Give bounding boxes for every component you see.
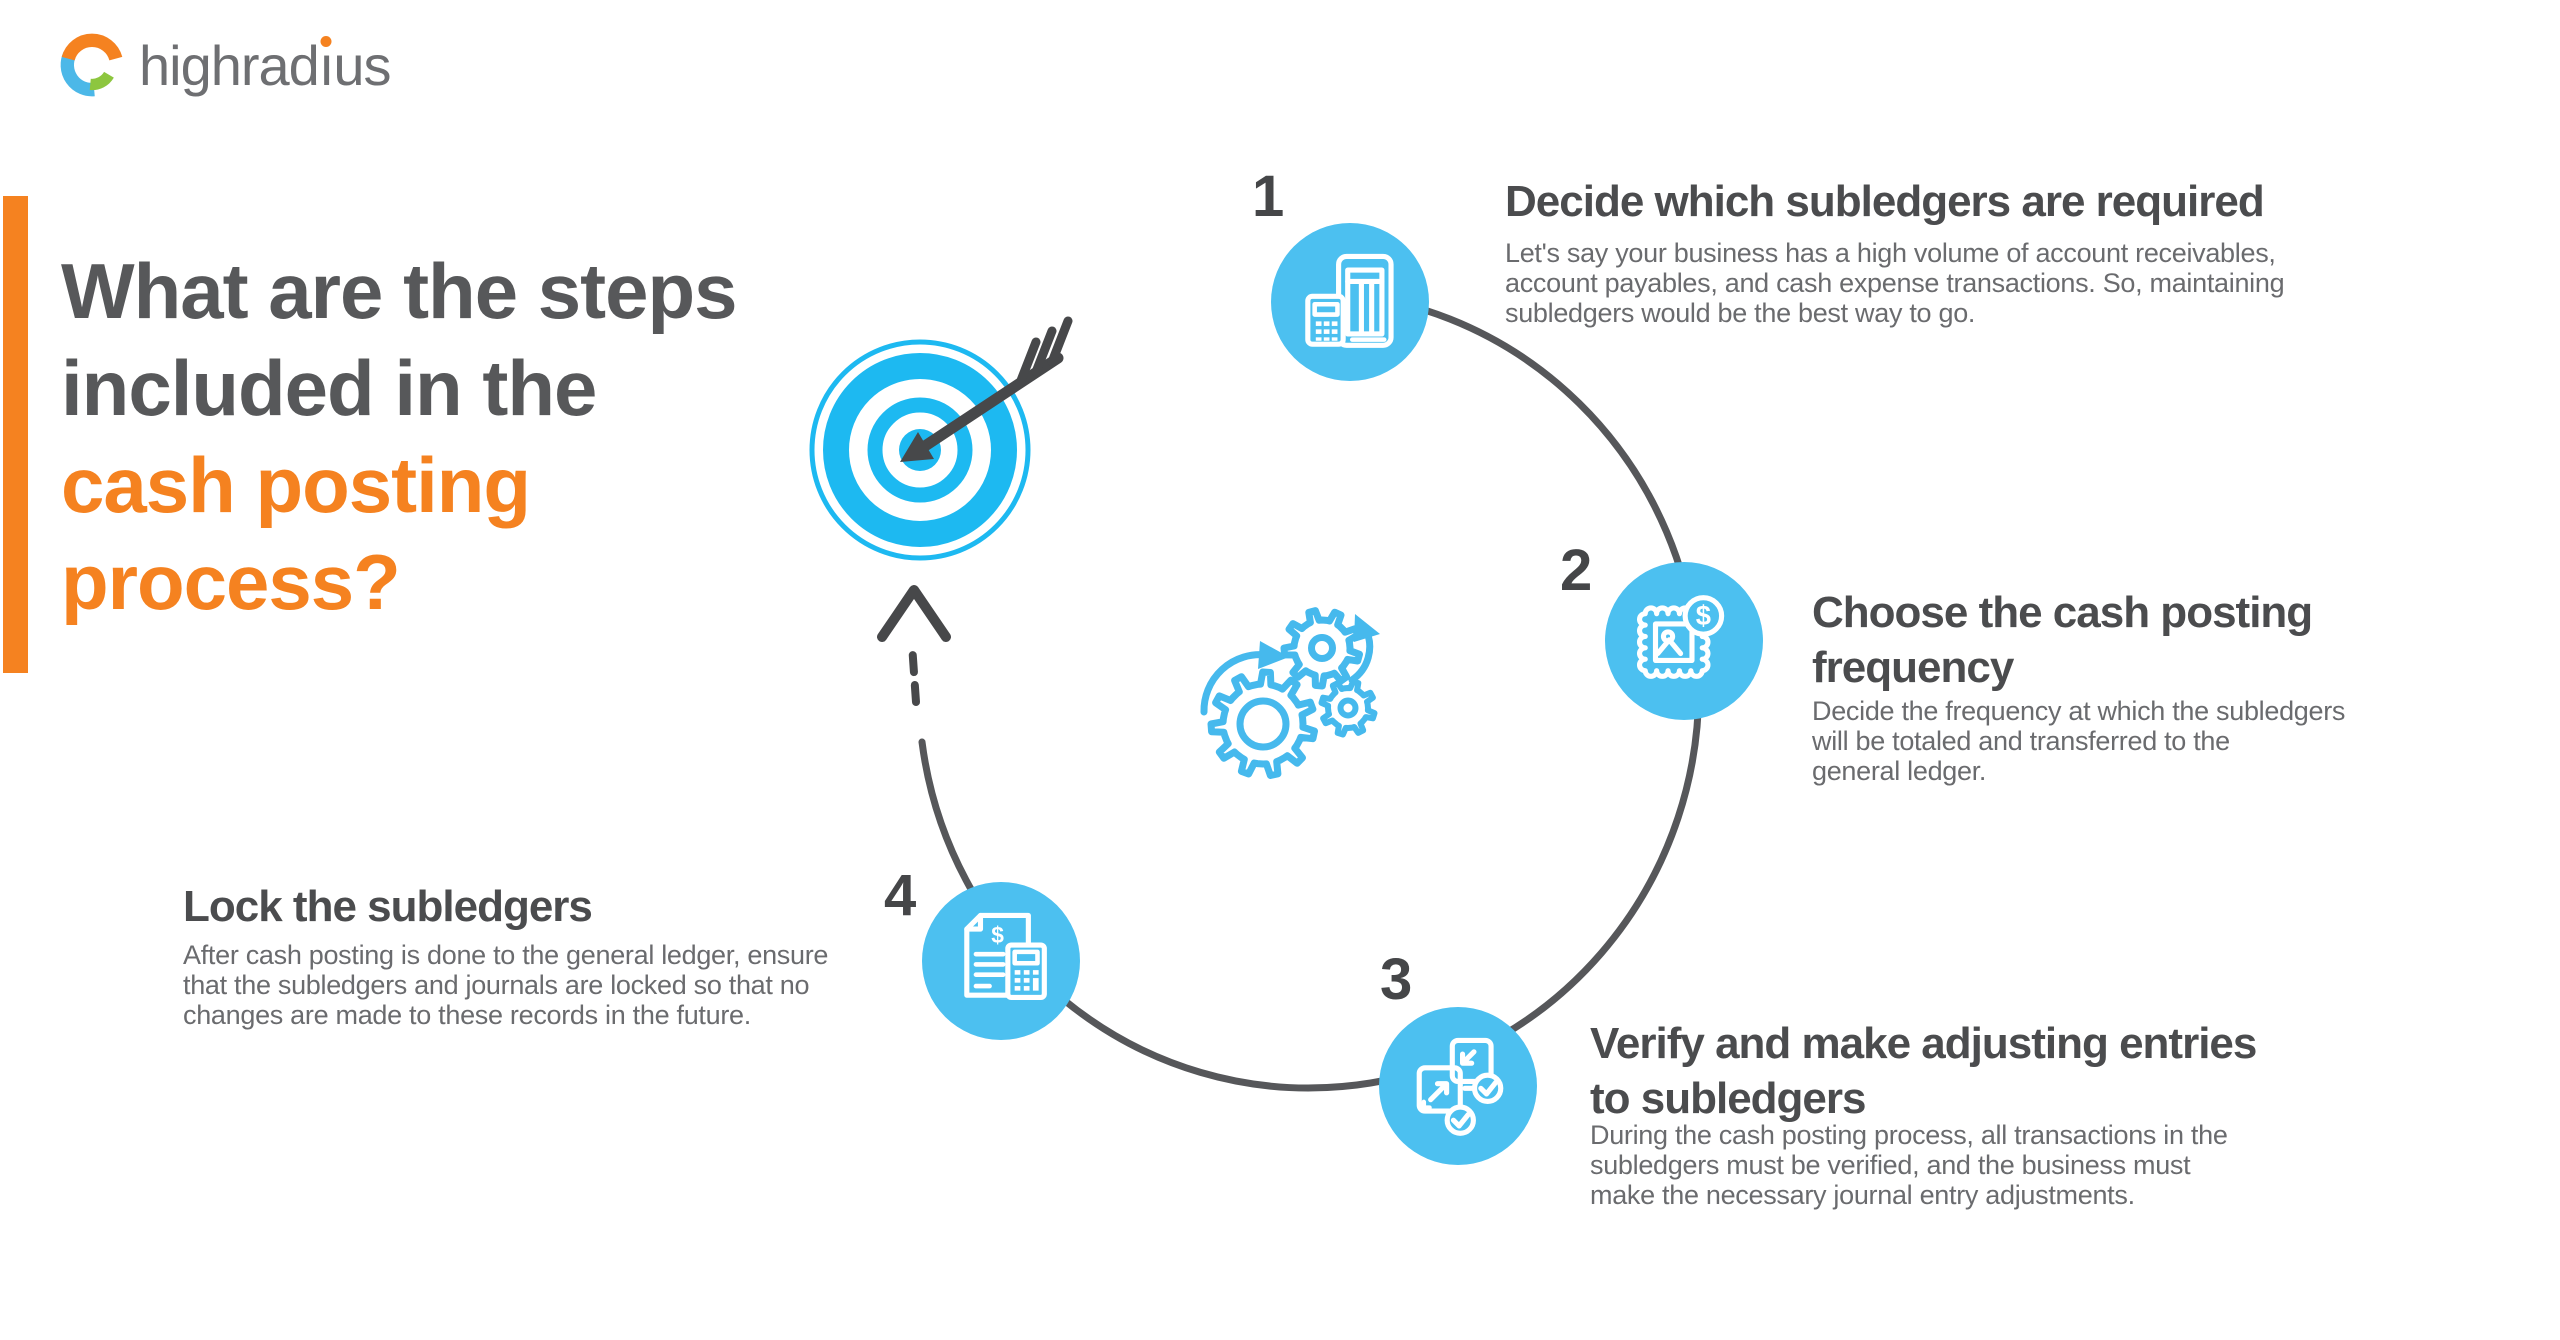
tablet-calculator-icon [1305, 253, 1394, 348]
gear-large-icon [1207, 668, 1318, 779]
stamp-dollar-icon: $ [1637, 595, 1725, 679]
step-2-title: Choose the cash posting frequency [1812, 588, 2313, 692]
step-3-title: Verify and make adjusting entries to sub… [1590, 1019, 2257, 1123]
step-3-number: 3 [1380, 947, 1413, 1012]
gear-medium-icon [1280, 607, 1363, 690]
target-arrow-icon [900, 316, 1073, 462]
step-4-title: Lock the subledgers [183, 882, 593, 931]
dollar-glyph: $ [991, 922, 1004, 948]
title-line-3: cash posting [61, 441, 531, 529]
gear-small-icon [1318, 678, 1378, 738]
title-line-1: What are the steps [61, 247, 738, 335]
highradius-logo-icon [60, 33, 123, 97]
title-accent-bar [3, 196, 28, 673]
step-2-description: Decide the frequency at which the subled… [1812, 696, 2346, 786]
title-line-2: included in the [61, 344, 597, 432]
step-1-title: Decide which subledgers are required [1505, 177, 2265, 226]
verify-documents-icon [1416, 1037, 1504, 1136]
logo-i-orange-dot [320, 35, 332, 47]
step-1-description: Let's say your business has a high volum… [1505, 238, 2285, 328]
gears-process-icon [1200, 607, 1380, 779]
step-2-circle: $ [1605, 562, 1763, 720]
step-3-circle [1379, 1007, 1537, 1165]
step-4-number: 4 [884, 863, 917, 928]
step-1-circle [1271, 223, 1429, 381]
step-1-number: 1 [1252, 164, 1285, 229]
target-bullseye-icon [809, 316, 1073, 561]
cycle-arrow-up-icon [877, 585, 951, 706]
step-4-description: After cash posting is done to the genera… [183, 940, 829, 1030]
step-4-circle: $ [922, 882, 1080, 1040]
dollar-glyph: $ [1696, 600, 1711, 631]
title-line-4: process? [61, 538, 401, 626]
page-title: What are the steps included in the cash … [61, 243, 738, 631]
step-3-description: During the cash posting process, all tra… [1590, 1120, 2228, 1210]
step-2-number: 2 [1560, 538, 1593, 603]
invoice-calculator-icon: $ [964, 912, 1047, 1001]
